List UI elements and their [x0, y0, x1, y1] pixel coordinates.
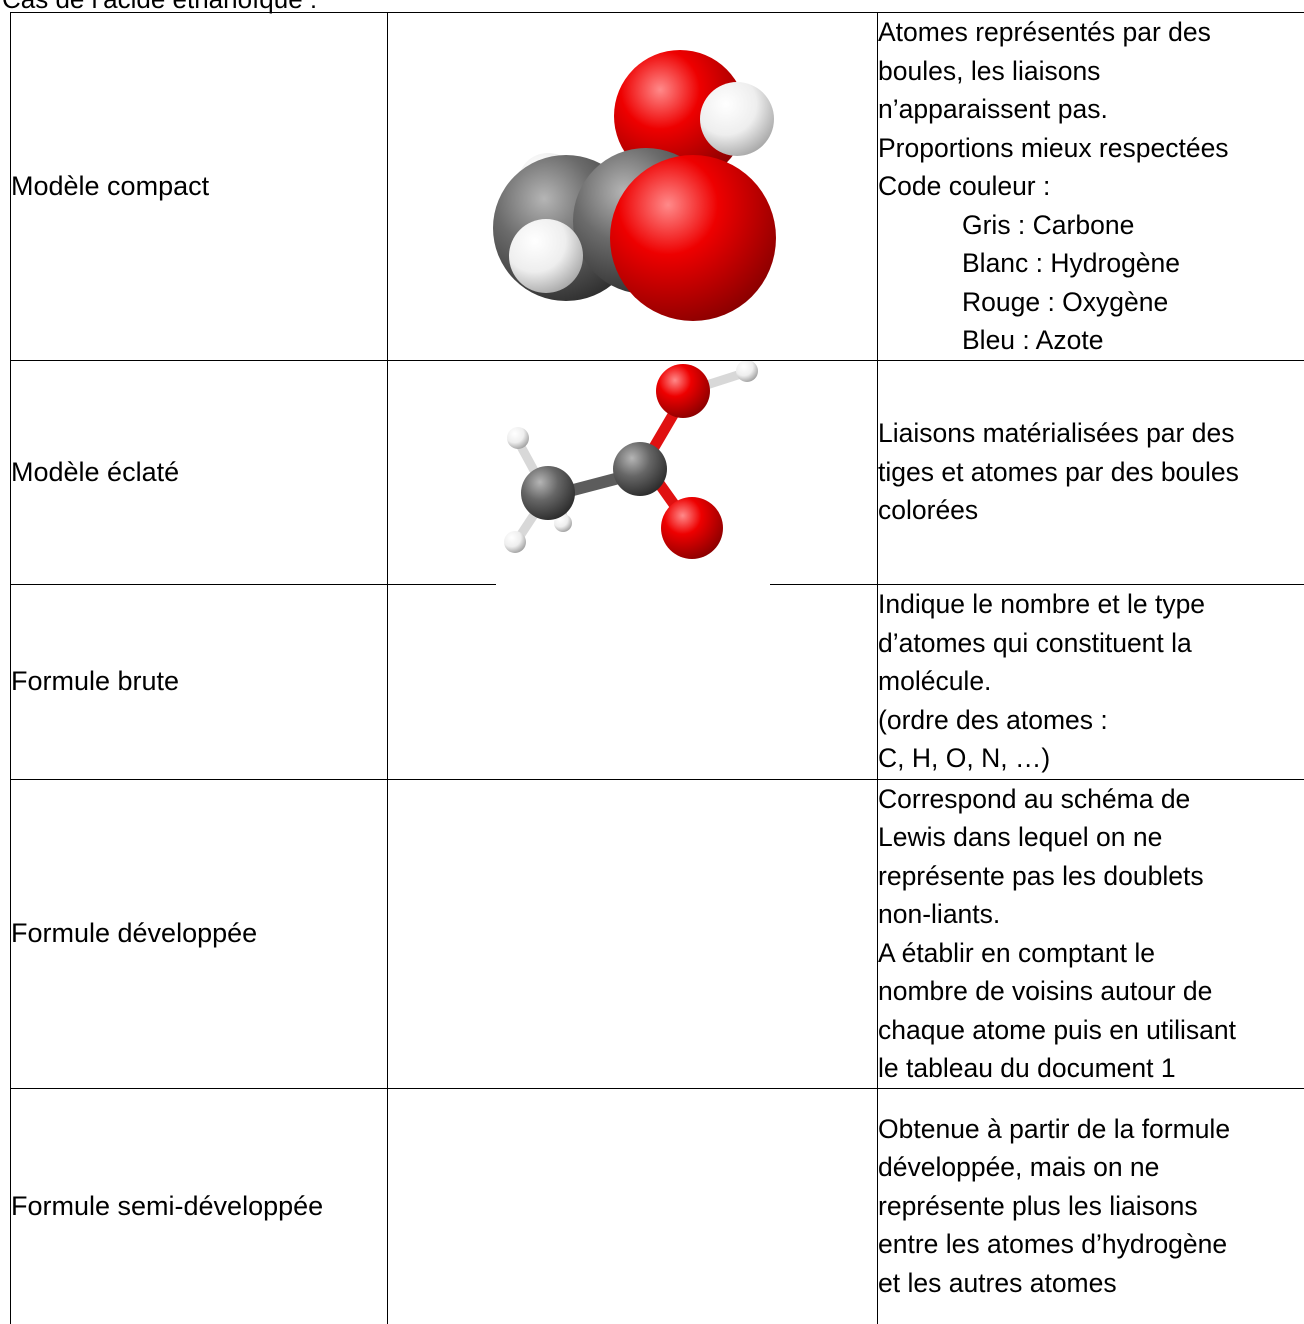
description-line: Indique le nombre et le type [878, 585, 1304, 624]
description-line: Liaisons matérialisées par des [878, 414, 1304, 453]
row-description: Atomes représentés par des boules, les l… [878, 13, 1304, 361]
description-line: le tableau du document 1 [878, 1049, 1304, 1088]
row-label: Formule brute [11, 584, 388, 779]
color-legend-item: Rouge : Oxygène [878, 283, 1304, 322]
description-line: nombre de voisins autour de [878, 972, 1304, 1011]
row-label: Modèle éclaté [11, 360, 388, 584]
table-row: Formule semi-développée Obtenue à partir… [11, 1088, 1304, 1324]
description-line: chaque atome puis en utilisant [878, 1011, 1304, 1050]
empty-answer-cell[interactable] [388, 584, 878, 779]
carbon-atom [521, 466, 575, 520]
description-line: et les autres atomes [878, 1264, 1304, 1303]
row-description: Liaisons matérialisées par des tiges et … [878, 360, 1304, 584]
table-row: Modèle compact [11, 13, 1304, 361]
description-line: Lewis dans lequel on ne [878, 818, 1304, 857]
description-line: A établir en comptant le [878, 934, 1304, 973]
description-line: représente plus les liaisons [878, 1187, 1304, 1226]
empty-answer-cell[interactable] [388, 1088, 878, 1324]
hydrogen-atom [736, 361, 758, 382]
image-edge [496, 583, 770, 586]
color-legend-item: Bleu : Azote [878, 321, 1304, 360]
description-line: non-liants. [878, 895, 1304, 934]
row-label: Formule semi-développée [11, 1088, 388, 1324]
oxygen-atom [661, 497, 723, 559]
ball-and-stick-molecule-image [388, 361, 878, 584]
description-line: Obtenue à partir de la formule [878, 1110, 1304, 1149]
description-line: Code couleur : [878, 167, 1304, 206]
hydrogen-atom [700, 82, 774, 156]
table-row: Formule développée Correspond au schéma … [11, 779, 1304, 1088]
empty-answer-cell[interactable] [388, 779, 878, 1088]
color-legend-item: Blanc : Hydrogène [878, 244, 1304, 283]
table-row: Formule brute Indique le nombre et le ty… [11, 584, 1304, 779]
row-description: Obtenue à partir de la formule développé… [878, 1088, 1304, 1324]
description-line: colorées [878, 491, 1304, 530]
hydrogen-atom [507, 427, 529, 449]
hydrogen-atom [509, 219, 583, 293]
description-line: (ordre des atomes : [878, 701, 1304, 740]
space-filling-model-cell [388, 13, 878, 361]
space-filling-molecule-image [388, 16, 878, 357]
row-description: Correspond au schéma de Lewis dans leque… [878, 779, 1304, 1088]
description-line: Correspond au schéma de [878, 780, 1304, 819]
carbon-atom [613, 442, 667, 496]
row-description: Indique le nombre et le type d’atomes qu… [878, 584, 1304, 779]
description-line: entre les atomes d’hydrogène [878, 1225, 1304, 1264]
description-line: représente pas les doublets [878, 857, 1304, 896]
description-line: d’atomes qui constituent la [878, 624, 1304, 663]
description-line: développée, mais on ne [878, 1148, 1304, 1187]
description-line: boules, les liaisons [878, 52, 1304, 91]
color-legend-item: Gris : Carbone [878, 206, 1304, 245]
oxygen-atom [610, 155, 776, 321]
molecule-models-table: Modèle compact [10, 12, 1304, 1324]
hydrogen-atom [504, 531, 526, 553]
description-line: Atomes représentés par des [878, 13, 1304, 52]
row-label: Modèle compact [11, 13, 388, 361]
description-line: Proportions mieux respectées [878, 129, 1304, 168]
description-line: C, H, O, N, …) [878, 739, 1304, 778]
ball-and-stick-model-cell [388, 360, 878, 584]
row-label: Formule développée [11, 779, 388, 1088]
description-line: tiges et atomes par des boules [878, 453, 1304, 492]
description-line: n’apparaissent pas. [878, 90, 1304, 129]
description-line: molécule. [878, 662, 1304, 701]
table-row: Modèle éclaté [11, 360, 1304, 584]
oxygen-atom [656, 364, 710, 418]
